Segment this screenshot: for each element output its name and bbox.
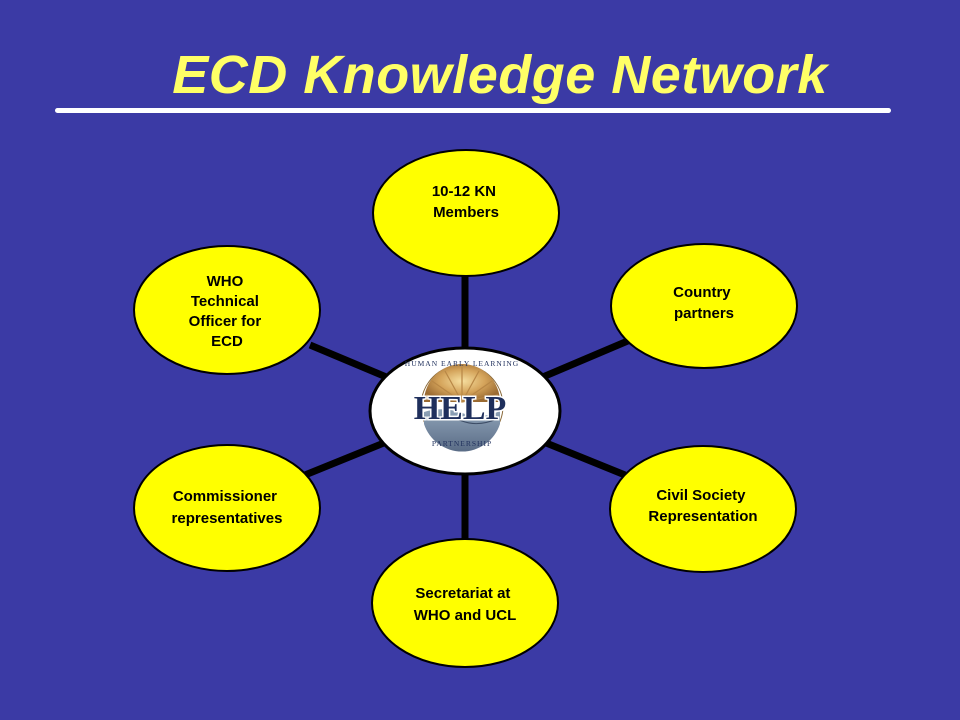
svg-text:Secretariat at WHO and: Secretariat at WHO and UCL bbox=[414, 585, 517, 624]
node-who-officer-line-3: Officer for bbox=[189, 313, 262, 330]
node-kn-members-line-2: Members bbox=[433, 204, 499, 221]
node-secretariat: Secretariat at WHO and UCL bbox=[371, 538, 559, 668]
node-who-officer-line-1: WHO bbox=[207, 273, 244, 290]
node-who-officer: WHO Technical Officer for ECD bbox=[133, 245, 321, 375]
node-kn-members: 10-12 KN Members bbox=[372, 149, 560, 277]
node-who-officer-line-4: ECD bbox=[211, 333, 243, 350]
node-secretariat-line-2: WHO and UCL bbox=[414, 607, 517, 624]
help-sunrise-logo-icon bbox=[420, 364, 504, 452]
node-commissioner-reps-line-1: Commissioner bbox=[173, 488, 277, 505]
hub-logo-text: HELP bbox=[414, 390, 507, 427]
node-commissioner-reps: Commissioner representatives bbox=[133, 444, 321, 572]
node-who-officer-line-2: Technical bbox=[191, 293, 259, 310]
svg-text:Country partners: Country partners bbox=[673, 284, 735, 322]
title-underline bbox=[55, 108, 891, 113]
node-secretariat-line-1: Secretariat at bbox=[415, 585, 510, 602]
node-country-partners: Country partners bbox=[610, 243, 798, 369]
node-civil-society-line-1: Civil Society bbox=[656, 487, 746, 504]
hub-node: HUMAN EARLY LEARNING HELP PARTNERSHIP bbox=[368, 346, 562, 476]
node-kn-members-line-1: 10-12 KN bbox=[432, 183, 496, 200]
svg-text:Civil Society Represen: Civil Society Representation bbox=[648, 487, 757, 525]
hub-arc-top-text: HUMAN EARLY LEARNING bbox=[405, 359, 519, 368]
slide-title: ECD Knowledge Network bbox=[172, 45, 828, 105]
svg-text:WHO Technical: WHO Technical Officer for ECD bbox=[189, 273, 266, 350]
node-country-partners-line-2: partners bbox=[674, 305, 734, 322]
svg-text:Commissioner represent: Commissioner representatives bbox=[172, 488, 283, 527]
hub-arc-bottom-text: PARTNERSHIP bbox=[432, 439, 492, 448]
node-civil-society-line-2: Representation bbox=[648, 508, 757, 525]
node-civil-society: Civil Society Representation bbox=[609, 445, 797, 573]
node-commissioner-reps-line-2: representatives bbox=[172, 510, 283, 527]
node-country-partners-line-1: Country bbox=[673, 284, 731, 301]
svg-text:10-12 KN Members: 10-12 KN Members bbox=[432, 183, 500, 221]
